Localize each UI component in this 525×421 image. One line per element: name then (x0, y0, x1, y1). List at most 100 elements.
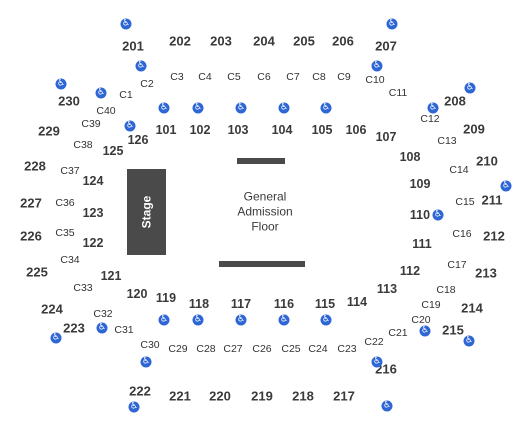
section-c15[interactable]: C15 (455, 196, 475, 208)
section-230[interactable]: 230 (58, 93, 80, 109)
section-109[interactable]: 109 (409, 177, 431, 191)
section-c19[interactable]: C19 (421, 299, 441, 311)
section-c28[interactable]: C28 (196, 343, 216, 355)
section-111[interactable]: 111 (412, 237, 432, 251)
section-110[interactable]: 110 (409, 208, 431, 222)
section-104[interactable]: 104 (271, 123, 293, 137)
section-219[interactable]: 219 (251, 388, 273, 404)
section-213[interactable]: 213 (475, 265, 497, 281)
section-112[interactable]: 112 (399, 264, 421, 278)
section-204[interactable]: 204 (253, 33, 275, 49)
section-c11[interactable]: C11 (388, 87, 408, 99)
section-c27[interactable]: C27 (223, 343, 243, 355)
section-c26[interactable]: C26 (252, 343, 272, 355)
section-c18[interactable]: C18 (436, 284, 456, 296)
section-c36[interactable]: C36 (55, 197, 75, 209)
section-209[interactable]: 209 (463, 121, 485, 137)
section-201[interactable]: 201 (122, 38, 144, 54)
section-c20[interactable]: C20 (411, 314, 431, 326)
section-210[interactable]: 210 (476, 153, 498, 169)
section-102[interactable]: 102 (189, 123, 211, 137)
section-215[interactable]: 215 (442, 322, 464, 338)
section-c29[interactable]: C29 (168, 343, 188, 355)
section-221[interactable]: 221 (169, 388, 191, 404)
wheelchair-icon: ♿ (140, 356, 152, 368)
section-123[interactable]: 123 (82, 206, 104, 220)
wheelchair-icon: ♿ (192, 102, 204, 114)
section-107[interactable]: 107 (375, 130, 397, 144)
section-214[interactable]: 214 (461, 300, 483, 316)
section-212[interactable]: 212 (483, 228, 505, 244)
section-c12[interactable]: C12 (420, 113, 440, 125)
section-c24[interactable]: C24 (308, 343, 328, 355)
section-c17[interactable]: C17 (447, 259, 467, 271)
section-c1[interactable]: C1 (119, 89, 133, 101)
section-c22[interactable]: C22 (364, 336, 384, 348)
section-c10[interactable]: C10 (365, 74, 385, 86)
section-119[interactable]: 119 (155, 291, 177, 305)
section-105[interactable]: 105 (311, 123, 333, 137)
wheelchair-icon: ♿ (55, 78, 67, 90)
section-c30[interactable]: C30 (140, 339, 160, 351)
section-227[interactable]: 227 (20, 195, 42, 211)
section-c7[interactable]: C7 (286, 71, 300, 83)
section-101[interactable]: 101 (155, 123, 177, 137)
section-c39[interactable]: C39 (81, 118, 101, 130)
section-229[interactable]: 229 (38, 123, 60, 139)
section-c25[interactable]: C25 (281, 343, 301, 355)
section-c16[interactable]: C16 (452, 228, 472, 240)
section-208[interactable]: 208 (444, 93, 466, 109)
section-c38[interactable]: C38 (73, 139, 93, 151)
section-207[interactable]: 207 (375, 38, 397, 54)
section-c8[interactable]: C8 (312, 71, 326, 83)
section-120[interactable]: 120 (126, 287, 148, 301)
section-114[interactable]: 114 (346, 295, 368, 309)
section-205[interactable]: 205 (293, 33, 315, 49)
section-122[interactable]: 122 (82, 236, 104, 250)
section-226[interactable]: 226 (20, 228, 42, 244)
section-c3[interactable]: C3 (170, 71, 184, 83)
section-211[interactable]: 211 (481, 192, 503, 208)
section-c35[interactable]: C35 (55, 227, 75, 239)
section-c31[interactable]: C31 (114, 324, 134, 336)
section-106[interactable]: 106 (345, 123, 367, 137)
section-218[interactable]: 218 (292, 388, 314, 404)
section-115[interactable]: 115 (314, 297, 336, 311)
section-202[interactable]: 202 (169, 33, 191, 49)
section-c4[interactable]: C4 (198, 71, 212, 83)
section-121[interactable]: 121 (100, 269, 122, 283)
section-203[interactable]: 203 (210, 33, 232, 49)
section-c37[interactable]: C37 (60, 165, 80, 177)
section-c14[interactable]: C14 (449, 164, 469, 176)
section-c9[interactable]: C9 (337, 71, 351, 83)
section-c21[interactable]: C21 (388, 327, 408, 339)
section-206[interactable]: 206 (332, 33, 354, 49)
section-217[interactable]: 217 (333, 388, 355, 404)
section-c33[interactable]: C33 (73, 282, 93, 294)
section-116[interactable]: 116 (273, 297, 295, 311)
section-126[interactable]: 126 (127, 133, 149, 147)
section-223[interactable]: 223 (63, 320, 85, 336)
section-c13[interactable]: C13 (437, 135, 457, 147)
wheelchair-icon: ♿ (120, 18, 132, 30)
section-125[interactable]: 125 (102, 144, 124, 158)
section-c32[interactable]: C32 (93, 308, 113, 320)
section-c5[interactable]: C5 (227, 71, 241, 83)
section-c40[interactable]: C40 (96, 105, 116, 117)
section-c34[interactable]: C34 (60, 254, 80, 266)
section-220[interactable]: 220 (209, 388, 231, 404)
section-c23[interactable]: C23 (337, 343, 357, 355)
section-c6[interactable]: C6 (257, 71, 271, 83)
section-c2[interactable]: C2 (140, 78, 154, 90)
section-228[interactable]: 228 (24, 158, 46, 174)
section-118[interactable]: 118 (188, 297, 210, 311)
section-225[interactable]: 225 (26, 264, 48, 280)
section-124[interactable]: 124 (82, 174, 104, 188)
section-117[interactable]: 117 (230, 297, 252, 311)
section-103[interactable]: 103 (227, 123, 249, 137)
section-222[interactable]: 222 (129, 383, 151, 399)
section-108[interactable]: 108 (399, 150, 421, 164)
section-113[interactable]: 113 (376, 282, 398, 296)
section-224[interactable]: 224 (41, 301, 63, 317)
